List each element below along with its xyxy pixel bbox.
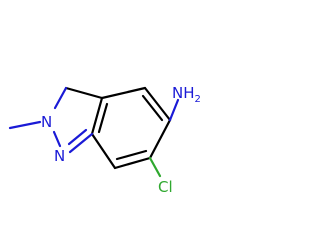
bond-c3-n2: [53, 86, 68, 110]
bond-c5-nh2: [168, 98, 180, 122]
bond-c4-c5: [143, 86, 172, 122]
atom-cl-label: Cl: [158, 178, 173, 196]
bond-c5-c6: [148, 118, 172, 160]
bond-c6-cl: [148, 156, 162, 178]
molecule-structure: N N NH2 Cl: [8, 84, 201, 196]
atom-nh2-label: NH2: [172, 84, 201, 105]
atom-nh2-subscript: 2: [195, 94, 201, 105]
atom-n1-label: N: [54, 147, 65, 165]
bond-c7a-c3a: [90, 96, 104, 136]
bond-n1-c7a-inner: [67, 128, 88, 146]
bond-c6-c7: [113, 156, 152, 170]
bond-c7-c7a: [90, 132, 117, 170]
bond-c3a-c4: [100, 86, 147, 100]
bond-n2-n1: [52, 130, 62, 148]
bond-c7a-c3a-inner: [97, 102, 109, 134]
atom-n2-label: N: [41, 113, 52, 131]
bond-c6-c7-inner: [115, 149, 148, 161]
bond-c4-c5-inner: [141, 94, 164, 122]
bond-n1-c7a: [68, 132, 94, 154]
atom-nh2-symbol: NH: [172, 84, 195, 102]
bond-c3a-c3: [64, 86, 104, 100]
bond-n2-methyl: [8, 120, 42, 130]
